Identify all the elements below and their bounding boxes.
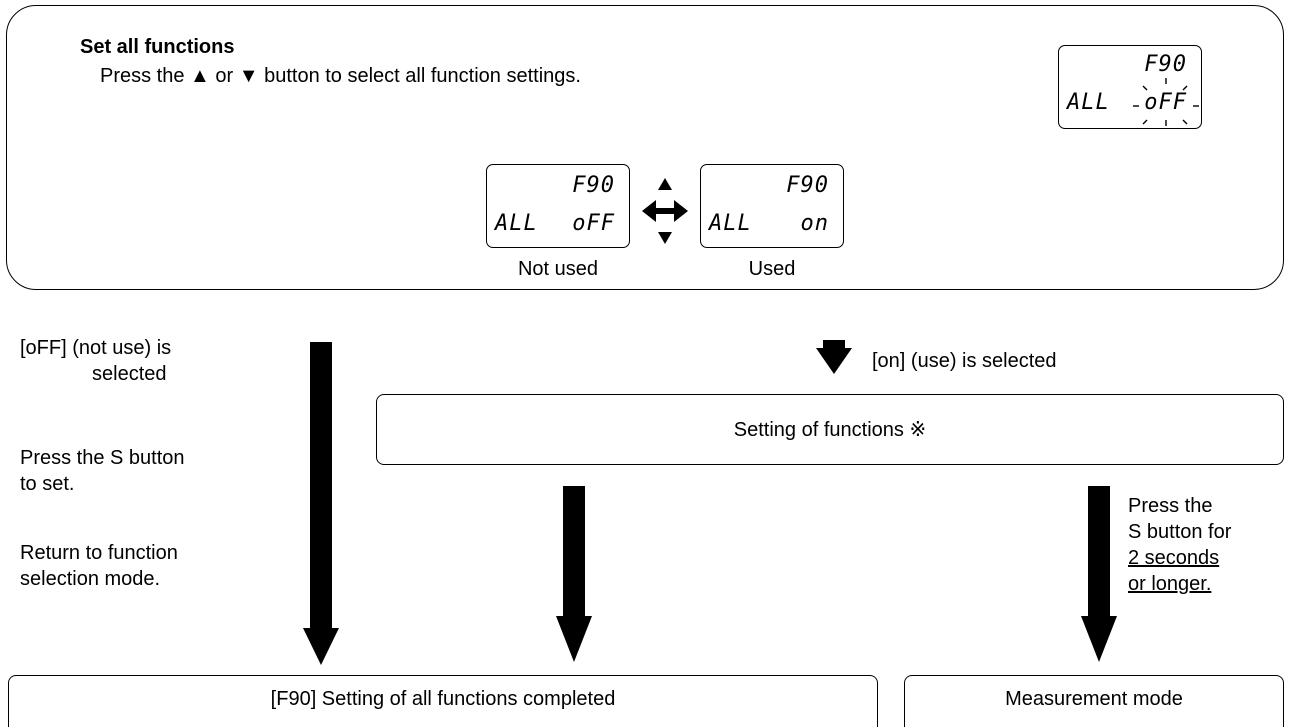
arrow-setting-to-completed-head	[556, 616, 592, 662]
lcd-option-on: F90 ALL on	[700, 164, 844, 248]
toggle-arrows-icon	[642, 178, 688, 244]
arrow-setting-to-measurement-head	[1081, 616, 1117, 662]
lcd-code: F90	[786, 173, 829, 198]
hold-s-note: Press the S button for 2 seconds or long…	[1128, 495, 1232, 595]
lcd-name: ALL	[709, 211, 752, 236]
arrow-off-to-completed-head	[303, 628, 339, 665]
arrow-off-to-completed	[310, 342, 332, 640]
arrow-setting-to-completed	[563, 486, 585, 626]
off-selected-label: [oFF] (not use) is selected	[20, 337, 172, 385]
lcd-code: F90	[572, 173, 615, 198]
arrow-setting-to-measurement	[1088, 486, 1110, 624]
return-label: Return to function selection mode.	[20, 542, 178, 590]
lcd-name: ALL	[495, 211, 538, 236]
lcd-option-off: F90 ALL oFF	[486, 164, 630, 248]
caption-not-used: Not used	[517, 258, 599, 280]
measurement-mode-box: Measurement mode	[904, 675, 1284, 727]
blink-rays-icon	[1133, 78, 1199, 126]
all-functions-completed-box: [F90] Setting of all functions completed	[8, 675, 878, 727]
caption-used: Used	[748, 258, 796, 280]
lcd-value-blinking: oFF	[1144, 90, 1187, 115]
lcd-value: on	[800, 211, 829, 236]
setting-functions-box: Setting of functions ※	[376, 394, 1284, 465]
on-selected-label: [on] (use) is selected	[872, 350, 1057, 372]
panel-instruction: Press the ▲ or ▼ button to select all fu…	[100, 65, 581, 87]
panel-title: Set all functions	[80, 36, 235, 58]
lcd-name: ALL	[1067, 90, 1110, 115]
lcd-current: F90 ALL oFF	[1058, 45, 1202, 129]
lcd-value: oFF	[572, 211, 615, 236]
arrow-on-head	[816, 348, 852, 374]
settings-panel	[6, 5, 1284, 290]
lcd-code: F90	[1144, 52, 1187, 77]
press-s-to-set-label: Press the S button to set.	[20, 447, 185, 495]
